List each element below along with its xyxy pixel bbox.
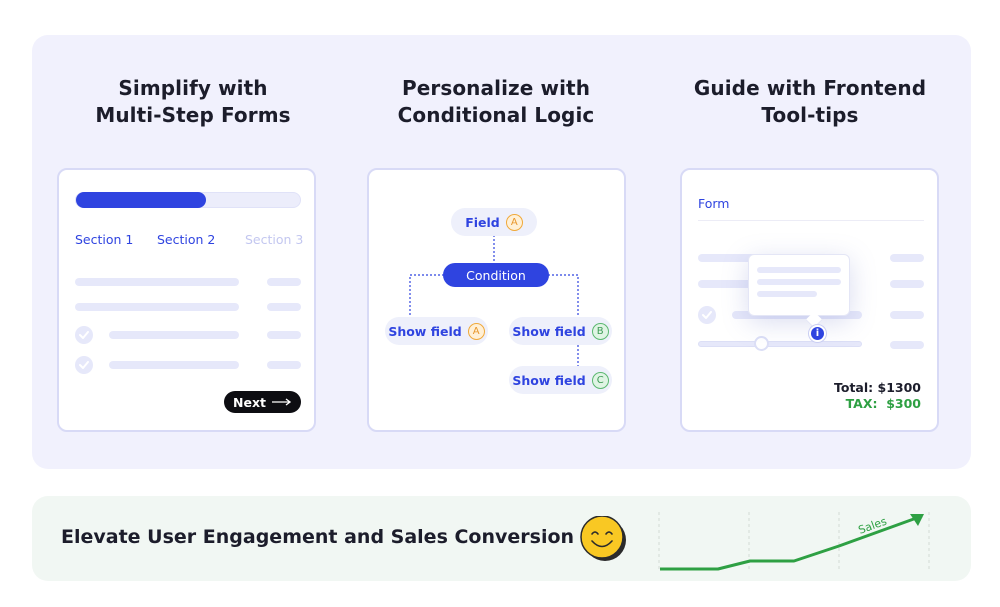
form-field-placeholder xyxy=(75,303,239,311)
smiley-icon xyxy=(580,516,626,561)
badge-a: A xyxy=(505,213,523,231)
engagement-banner: Elevate User Engagement and Sales Conver… xyxy=(32,496,971,581)
check-icon xyxy=(75,326,93,344)
tab-section-3[interactable]: Section 3 xyxy=(245,232,304,247)
form-field-placeholder xyxy=(890,341,924,349)
logic-connectors xyxy=(409,235,579,366)
next-button-label: Next xyxy=(233,394,266,410)
multistep-form-card: Section 1 Section 2 Section 3 Next xyxy=(57,168,316,432)
price-slider[interactable] xyxy=(698,341,862,347)
form-label: Form xyxy=(698,196,730,211)
form-field-placeholder xyxy=(267,361,301,369)
feature-title-conditional: Personalize with Conditional Logic xyxy=(397,76,595,127)
show-field-node-b[interactable]: Show field B xyxy=(509,317,612,345)
tooltip-line xyxy=(757,279,841,285)
arrow-right-icon xyxy=(271,398,292,406)
features-panel: Simplify with Multi-Step Forms Personali… xyxy=(32,35,971,469)
check-icon xyxy=(698,306,716,324)
slider-handle[interactable] xyxy=(754,336,769,351)
tooltip-popup xyxy=(748,254,850,316)
form-field-placeholder xyxy=(890,280,924,288)
info-icon[interactable]: i xyxy=(809,325,826,342)
form-field-placeholder xyxy=(890,311,924,319)
show-field-node-c[interactable]: Show field C xyxy=(509,366,612,394)
sales-trend-chart: Sales xyxy=(658,512,930,572)
feature-title-tooltips: Guide with Frontend Tool-tips xyxy=(693,76,927,127)
conditional-logic-card: Field A Condition Show field A Show fiel… xyxy=(367,168,626,432)
divider xyxy=(698,220,924,221)
tooltip-line xyxy=(757,291,817,297)
progress-bar xyxy=(75,192,301,208)
form-field-placeholder xyxy=(267,303,301,311)
badge-a: A xyxy=(467,322,485,340)
form-field-placeholder xyxy=(890,254,924,262)
progress-bar-fill xyxy=(76,192,206,208)
field-node[interactable]: Field A xyxy=(451,208,537,236)
feature-title-multistep: Simplify with Multi-Step Forms xyxy=(95,76,291,127)
condition-node[interactable]: Condition xyxy=(443,263,549,287)
banner-headline: Elevate User Engagement and Sales Conver… xyxy=(61,526,575,548)
form-field-placeholder xyxy=(109,331,239,339)
form-field-placeholder xyxy=(698,254,758,262)
form-field-placeholder xyxy=(267,331,301,339)
total-amount: Total: $1300 xyxy=(833,380,921,395)
badge-c: C xyxy=(591,371,609,389)
check-icon xyxy=(75,356,93,374)
tooltip-form-card: Form i Total: $1300 TAX: $300 xyxy=(680,168,939,432)
tooltip-line xyxy=(757,267,841,273)
tab-section-2[interactable]: Section 2 xyxy=(157,232,216,247)
tab-section-1[interactable]: Section 1 xyxy=(75,232,134,247)
form-field-placeholder xyxy=(698,280,758,288)
form-field-placeholder xyxy=(109,361,239,369)
badge-b: B xyxy=(591,322,609,340)
tax-amount: TAX: $300 xyxy=(845,396,921,411)
form-field-placeholder xyxy=(267,278,301,286)
trend-arrow-icon xyxy=(660,514,923,571)
show-field-node-a[interactable]: Show field A xyxy=(385,317,488,345)
next-button[interactable]: Next xyxy=(224,391,301,413)
form-field-placeholder xyxy=(75,278,239,286)
